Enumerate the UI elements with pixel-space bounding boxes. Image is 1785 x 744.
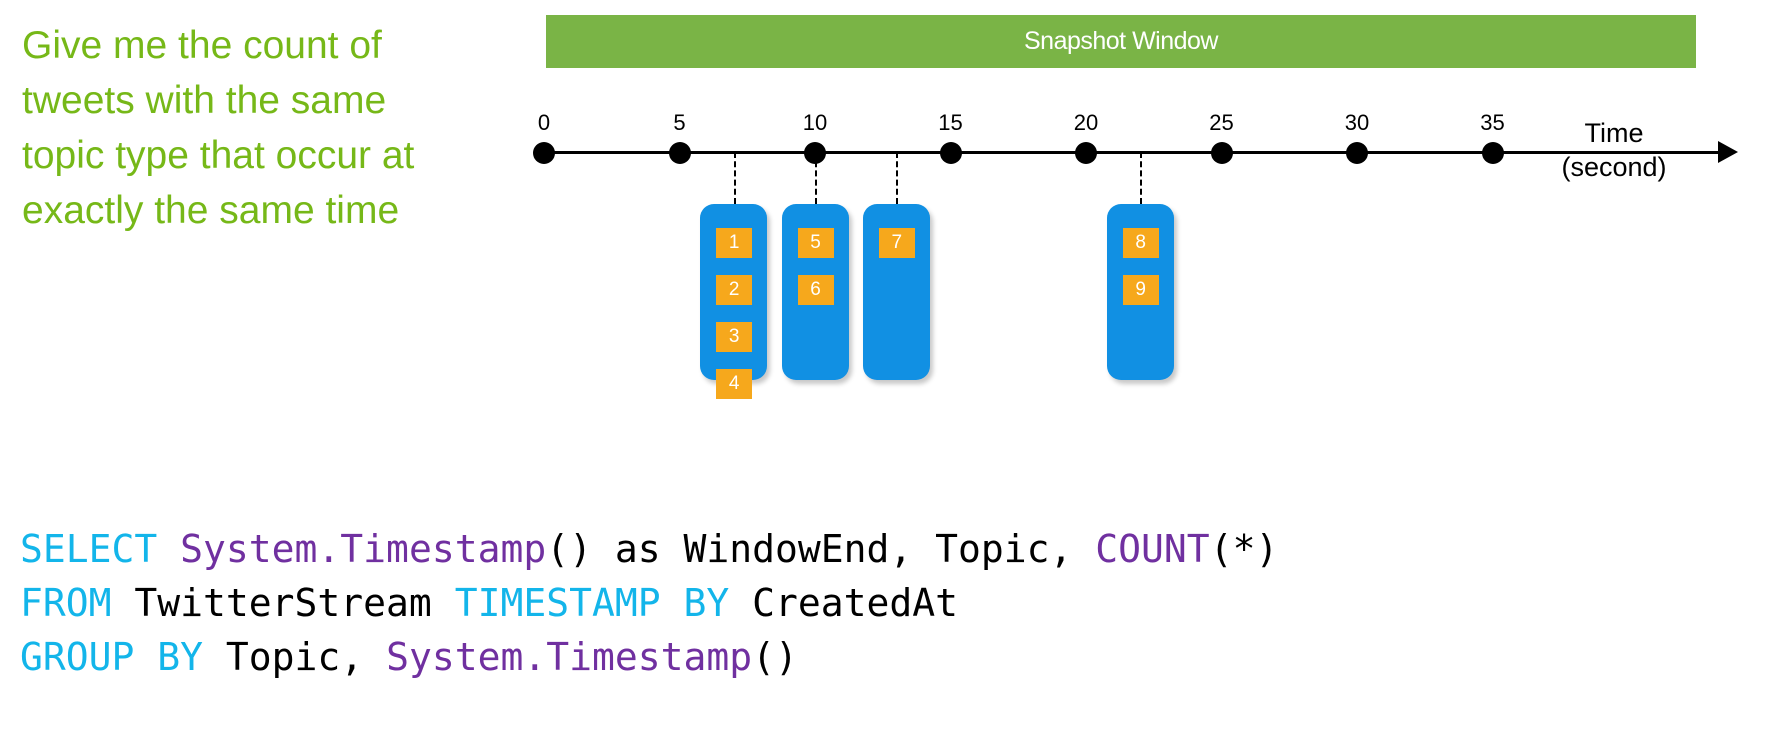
axis-dot-35 [1481,142,1504,164]
sql-fn-count: COUNT [1095,527,1210,571]
event-group-box-3: 7 [862,204,930,380]
axis-dot-15 [939,142,962,164]
event-tile-3: 3 [716,322,753,352]
tick-label-25: 25 [1209,110,1234,135]
tick-label-5: 5 [673,110,686,135]
sql-parens-2: () [752,635,798,679]
sql-fn-system-timestamp-2: System.Timestamp [386,635,753,679]
sql-space-1 [661,581,684,625]
axis-dot-0 [533,142,555,164]
sql-count-star: (*) [1209,527,1279,571]
sql-line-1: SELECT System.Timestamp() as WindowEnd, … [20,527,1278,571]
axis-dot-25 [1210,142,1233,164]
event-tile-4: 4 [716,369,753,399]
sql-keyword-select: SELECT [20,527,158,571]
dash-connector-group-3 [896,152,899,204]
axis-dot-20 [1075,142,1097,164]
sql-line-3: GROUP BY Topic, System.Timestamp() [20,635,798,679]
sql-parens-1: () [546,527,615,571]
snapshot-window-banner: Snapshot Window [546,15,1696,68]
tick-label-15: 15 [938,110,963,135]
sql-keyword-from: FROM [20,581,112,625]
event-tile-2: 2 [716,275,753,305]
tick-label-20: 20 [1073,110,1099,135]
sql-column-topic: Topic, [203,635,387,679]
event-tile-9: 9 [1122,275,1159,305]
sql-keyword-group: GROUP [20,635,135,679]
sql-space-2 [134,635,157,679]
timeline-arrow-icon [1718,141,1738,163]
sql-fn-system-timestamp-1: System.Timestamp [157,527,547,571]
dash-connector-group-1 [733,152,736,204]
dash-connector-group-2 [815,152,817,204]
tick-label-35: 35 [1480,110,1505,135]
axis-dot-5 [668,142,691,164]
snapshot-window-label: Snapshot Window [1023,27,1219,55]
timeline-axis-line [544,151,1724,154]
event-tile-8: 8 [1122,228,1159,258]
prompt-text: Give me the count of tweets with the sam… [22,24,426,232]
sql-source-table: TwitterStream [111,581,455,625]
event-tile-6: 6 [797,275,834,305]
tick-label-30: 30 [1344,110,1370,135]
axis-dot-30 [1346,142,1368,164]
event-group-box-1: 1 2 3 4 [700,204,768,399]
sql-column-createdat: CreatedAt [729,581,959,625]
sql-line-2: FROM TwitterStream TIMESTAMP BY CreatedA… [20,581,958,625]
tick-label-0: 0 [537,110,551,135]
axis-title-unit: (second) [1561,152,1667,182]
sql-keyword-by-2: BY [157,635,204,679]
sql-keyword-by-1: BY [683,581,730,625]
sql-as-clause: as WindowEnd, Topic, [614,527,1096,571]
axis-dot-10 [804,142,826,164]
event-tile-5: 5 [797,228,834,258]
event-tile-7: 7 [878,228,915,258]
dash-connector-group-4 [1140,152,1143,204]
event-tile-1: 1 [716,228,753,258]
axis-title-time: Time [1584,118,1644,148]
sql-query-block: SELECT System.Timestamp() as WindowEnd, … [20,522,1278,684]
sql-keyword-timestamp: TIMESTAMP [454,581,661,625]
tick-label-10: 10 [802,110,828,135]
